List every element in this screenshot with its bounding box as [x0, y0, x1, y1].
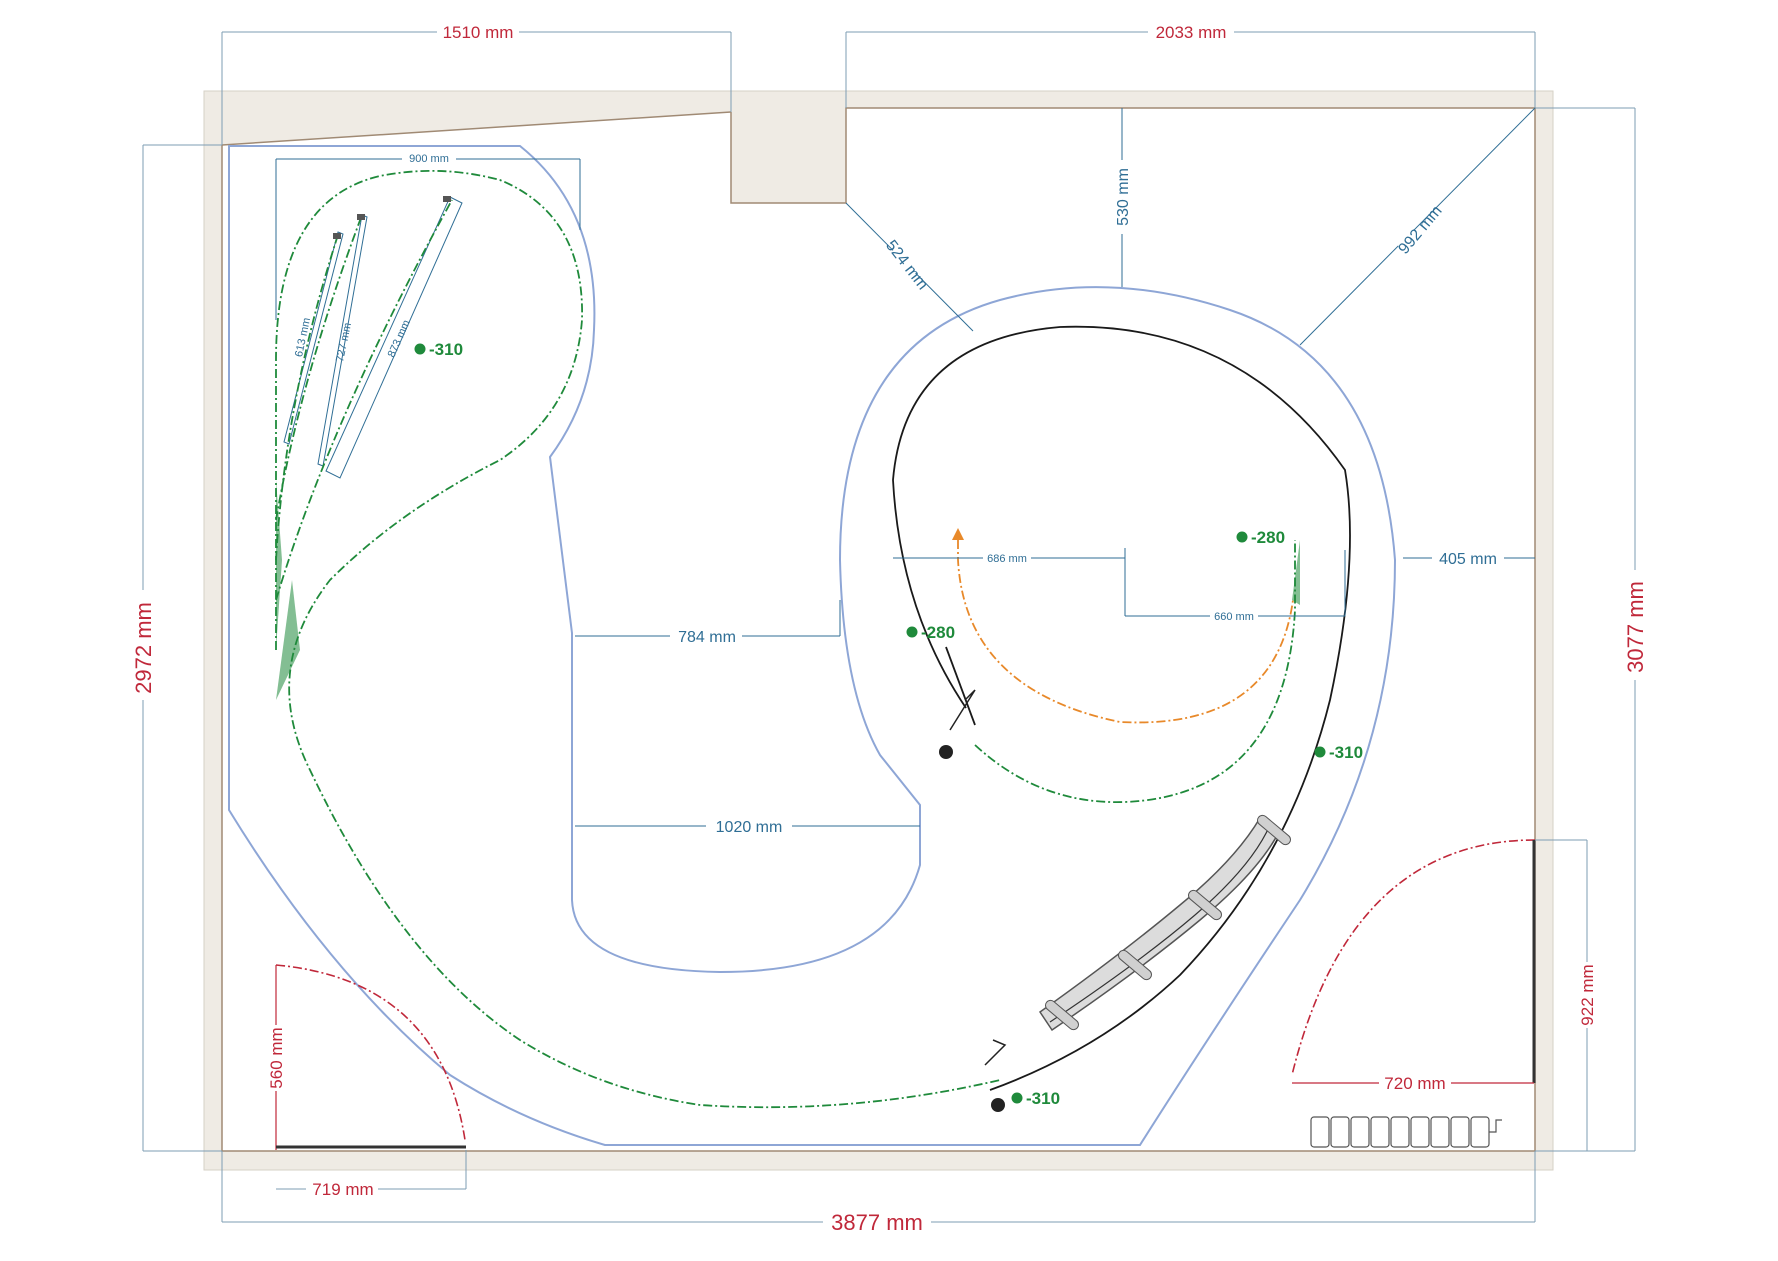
elev-inner-left: -280 [921, 623, 955, 642]
door-left-swing: 560 mm [267, 1027, 286, 1088]
door-right-swing: 922 mm [1578, 964, 1597, 1025]
turnout-motor-icon [939, 689, 976, 759]
dim-top-right: 2033 mm [1156, 23, 1227, 42]
elev-siding: -310 [429, 340, 463, 359]
radius-dimensions: 686 mm 660 mm [893, 548, 1346, 624]
door-left: 719 mm 560 mm [266, 964, 467, 1199]
elev-outer-right: -310 [1329, 743, 1363, 762]
door-right-width: 720 mm [1384, 1074, 1445, 1093]
dim-aisle-lower: 1020 mm [716, 819, 783, 836]
bumper-icon [333, 233, 341, 239]
dim-siding-width: 900 mm [409, 153, 449, 165]
elev-bottom: -310 [1026, 1089, 1060, 1108]
green-track [275, 169, 1296, 1109]
radiator-icon [1310, 1116, 1502, 1148]
dim-radius-left: 686 mm [987, 553, 1027, 565]
turnout-motor-icon [984, 1039, 1007, 1112]
room-walls [203, 90, 1554, 1171]
dim-top-left: 1510 mm [443, 23, 514, 42]
dim-aisle-upper: 784 mm [678, 629, 736, 646]
black-track [892, 325, 1351, 1091]
dim-alcove-loop: 530 mm [1115, 168, 1132, 226]
bridge-icon [1038, 814, 1291, 1032]
door-right: 720 mm 922 mm [1291, 839, 1597, 1151]
bumpers [333, 196, 451, 239]
dim-bottom: 3877 mm [831, 1210, 923, 1235]
green-turnouts [276, 480, 1300, 700]
elev-inner-top: -280 [1251, 528, 1285, 547]
turnout-motors [939, 689, 1007, 1112]
door-left-width: 719 mm [312, 1180, 373, 1199]
dim-loop-wall: 405 mm [1439, 551, 1497, 568]
room-dimensions: 1510 mm 2033 mm 3877 mm 2972 mm 3077 mm [130, 21, 1650, 1236]
dim-radius-right: 660 mm [1214, 611, 1254, 623]
orange-track [952, 528, 1294, 724]
bumper-icon [357, 214, 365, 220]
dim-left: 2972 mm [131, 602, 156, 694]
elevation-markers: -310 -280 -280 -310 -310 [414, 340, 1363, 1108]
dim-right: 3077 mm [1623, 581, 1648, 673]
bumper-icon [443, 196, 451, 202]
benchwork-outline [228, 145, 1397, 1146]
